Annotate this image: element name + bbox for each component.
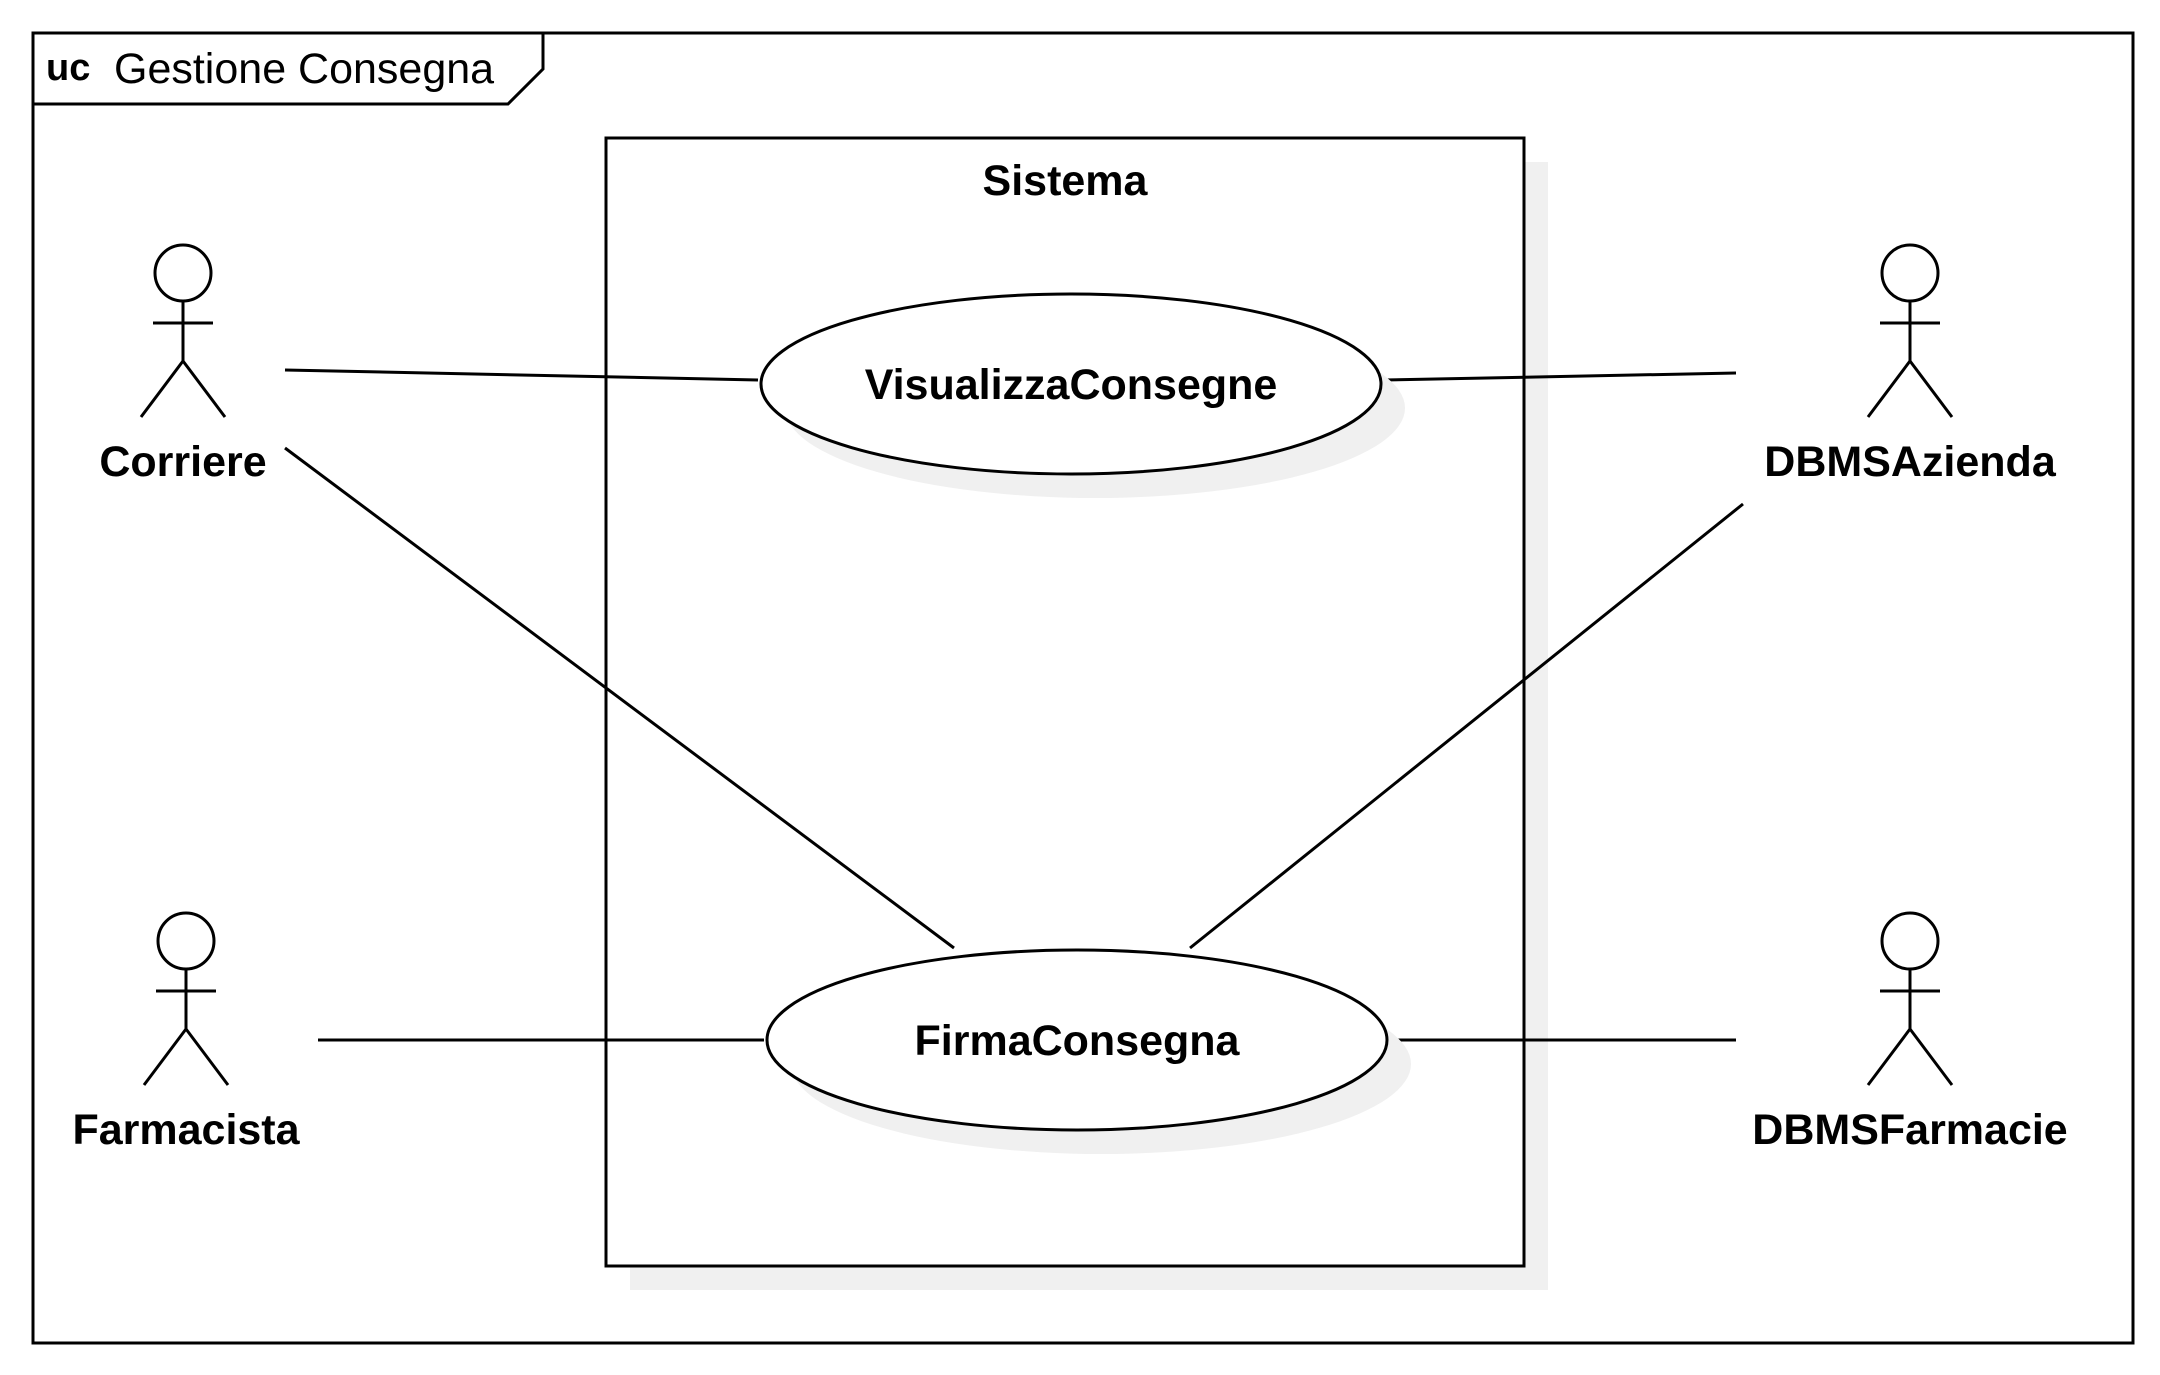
stick-figure-icon <box>139 243 227 418</box>
association-visualizza-dbmsazienda[interactable] <box>1383 371 1737 382</box>
actor-label: DBMSFarmacie <box>1752 1106 2067 1154</box>
diagram-frame: uc Gestione Consegna <box>31 31 2135 1345</box>
use-case-firma-consegna[interactable]: FirmaConsegna <box>765 948 1411 1154</box>
actor-label: Corriere <box>99 438 266 486</box>
association-corriere-visualizza[interactable] <box>284 368 759 382</box>
actor-dbms-azienda[interactable]: DBMSAzienda <box>1764 243 2057 486</box>
actor-dbms-farmacie[interactable]: DBMSFarmacie <box>1752 911 2068 1154</box>
actor-label: DBMSAzienda <box>1764 438 2057 486</box>
use-case-visualizza-consegne[interactable]: VisualizzaConsegne <box>759 292 1405 498</box>
stick-figure-icon <box>142 911 230 1086</box>
association-dbmsazienda-firma[interactable] <box>1189 502 1744 950</box>
system-title: Sistema <box>983 157 1149 205</box>
association-corriere-firma[interactable] <box>284 446 955 950</box>
frame-keyword: uc <box>46 47 90 89</box>
frame-tab <box>33 33 545 106</box>
use-case-ellipse[interactable] <box>759 292 1383 476</box>
stick-figure-icon <box>1866 243 1954 418</box>
actor-farmacista[interactable]: Farmacista <box>72 911 301 1154</box>
actor-corriere[interactable]: Corriere <box>99 243 267 486</box>
use-case-ellipse[interactable] <box>765 948 1389 1132</box>
frame-border <box>31 31 2135 1345</box>
use-case-label: VisualizzaConsegne <box>865 361 1278 409</box>
frame-title: Gestione Consegna <box>114 45 494 93</box>
use-case-label: FirmaConsegna <box>915 1017 1241 1065</box>
actor-label: Farmacista <box>72 1106 300 1154</box>
stick-figure-icon <box>1866 911 1954 1086</box>
associations <box>284 368 1744 1042</box>
